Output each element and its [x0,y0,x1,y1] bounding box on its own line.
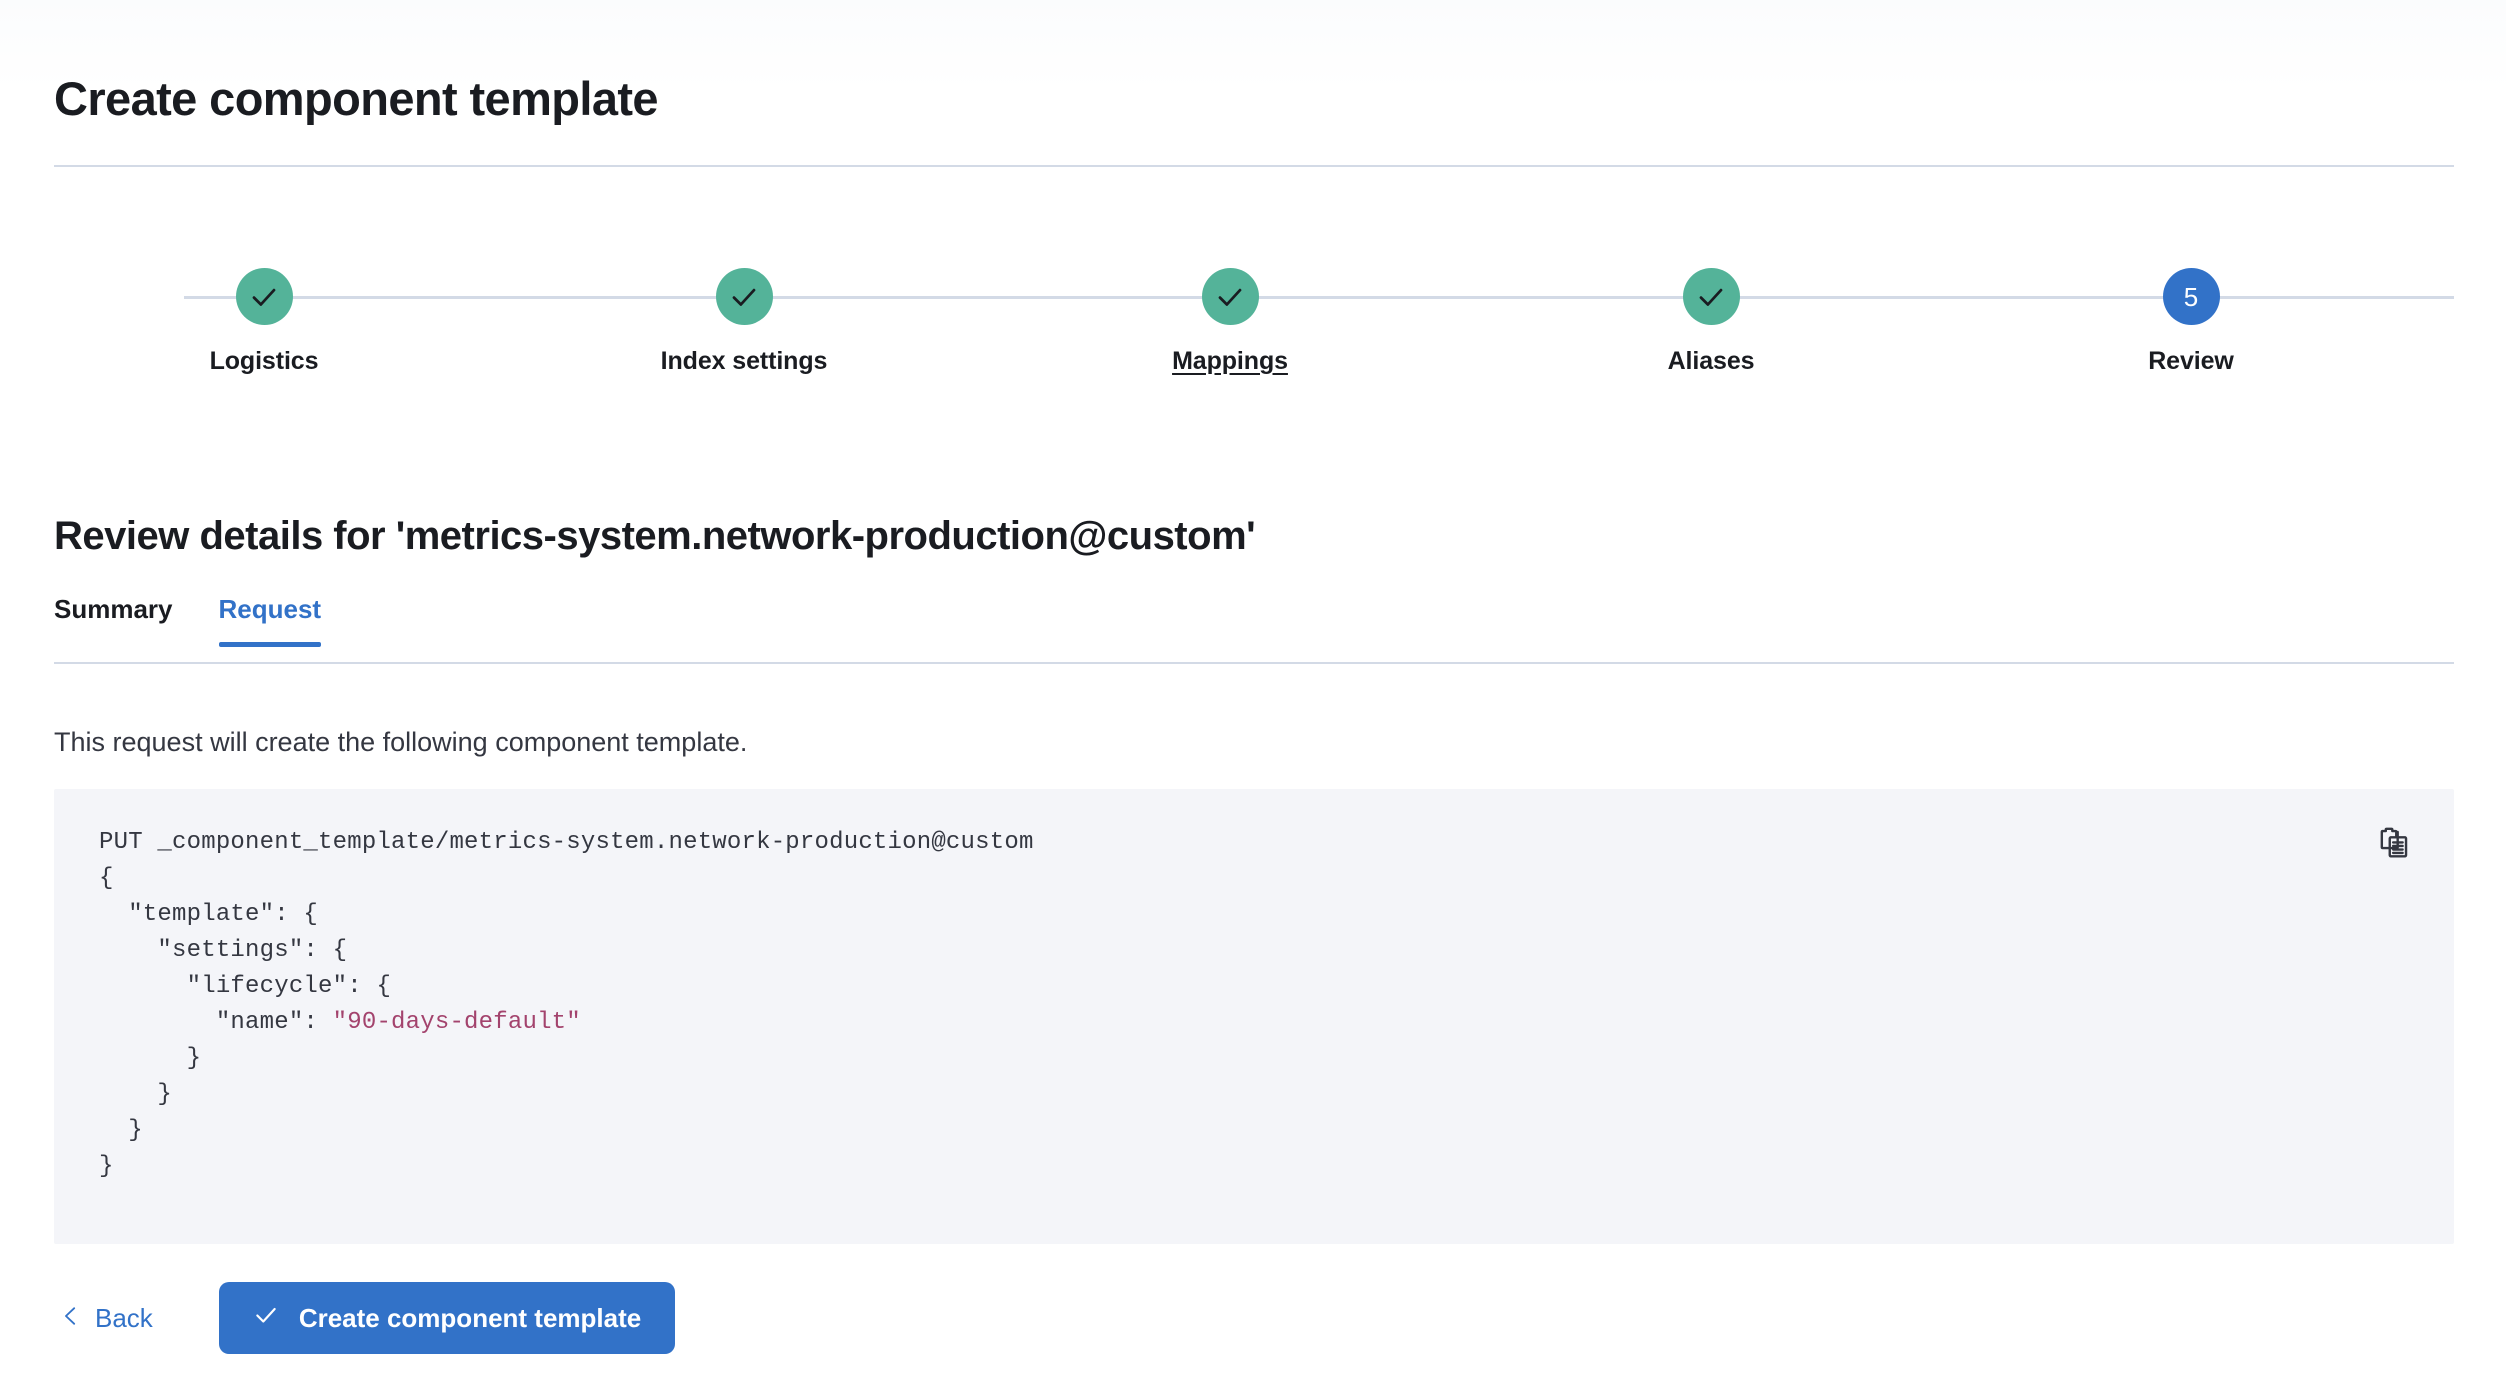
stepper-step-aliases[interactable]: Aliases [1561,250,1861,376]
tabs-divider [54,662,2454,664]
stepper-step-logistics[interactable]: Logistics [114,250,414,376]
stepper-connector-line [1384,296,2454,299]
code-line: } [99,1045,202,1072]
stepper-step-label: Index settings [660,347,828,375]
back-button-label: Back [95,1302,153,1333]
step-status-circle [1682,268,1740,325]
footer-actions: Back Create component template [54,1282,676,1354]
code-line: } [99,1081,173,1108]
stepper-step-label[interactable]: Mappings [1172,347,1288,375]
code-line: } [99,1153,114,1180]
stepper-step-review[interactable]: 5 Review [2041,250,2341,376]
request-code-block: PUT _component_template/metrics-system.n… [54,789,2454,1244]
chevron-left-icon [60,1303,82,1334]
code-line: { [99,865,114,892]
stepper-step-index-settings[interactable]: Index settings [594,250,894,376]
tab-summary[interactable]: Summary [54,594,173,624]
review-heading: Review details for 'metrics-system.netwo… [54,514,1256,559]
review-tabs: Summary Request [54,594,2454,664]
header-divider [54,165,2454,167]
wizard-stepper: Logistics Index settings [54,250,2454,380]
copy-clipboard-icon[interactable] [2370,819,2418,867]
create-component-template-button[interactable]: Create component template [218,1282,676,1354]
request-description: This request will create the following c… [54,727,748,757]
stepper-step-mappings[interactable]: Mappings [1080,250,1380,376]
code-line: "template": { [99,901,319,928]
step-number: 5 [2183,281,2199,312]
request-code-text: PUT _component_template/metrics-system.n… [99,825,1034,1185]
step-status-circle: 5 [2162,268,2220,325]
code-line: } [99,1117,143,1144]
create-component-template-button-label: Create component template [298,1302,642,1333]
code-line-key: "name": [99,1009,333,1036]
check-icon [729,282,759,312]
check-icon [1215,282,1245,312]
stepper-step-label: Review [2148,347,2234,375]
tab-request[interactable]: Request [218,594,321,647]
back-button[interactable]: Back [54,1295,159,1342]
page-title: Create component template [54,72,659,126]
check-icon [249,282,279,312]
code-string-value: "90-days-default" [332,1009,581,1036]
code-line: "settings": { [99,937,348,964]
code-line: PUT _component_template/metrics-system.n… [99,829,1034,856]
step-status-circle [1201,268,1259,325]
stepper-step-label: Aliases [1667,347,1755,375]
step-status-circle [235,268,293,325]
stepper-step-label: Logistics [209,347,319,375]
code-line: "lifecycle": { [99,973,392,1000]
check-icon [253,1302,279,1335]
step-status-circle [715,268,773,325]
check-icon [1696,282,1726,312]
stepper-connector-line [184,296,1384,299]
